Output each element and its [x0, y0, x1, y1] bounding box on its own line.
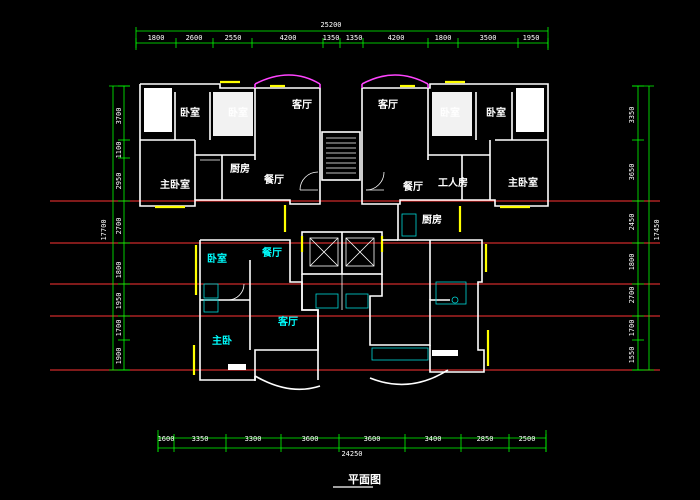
- bottom-dim-5: 3600: [364, 435, 381, 443]
- bottom-dim-7: 2850: [477, 435, 494, 443]
- top-dim-9: 3500: [480, 34, 497, 42]
- drawing-title: 平面图: [348, 473, 381, 486]
- lower-middle-block: [301, 274, 450, 380]
- bottom-dim-1: 1600: [158, 435, 175, 443]
- right-dimension-chain: 3350 3650 2450 1800 2700 1700 1550 17450: [628, 85, 661, 371]
- left-dim-3: 2950: [115, 173, 123, 190]
- left-dim-7: 1700: [115, 320, 123, 337]
- axis-lines: [50, 200, 660, 371]
- left-dim-8: 1900: [115, 348, 123, 365]
- left-dim-1: 3700: [115, 108, 123, 125]
- left-total-dimension: 17700: [100, 219, 108, 240]
- right-total-dimension: 17450: [653, 219, 661, 240]
- left-dim-4: 2700: [115, 218, 123, 235]
- room-label-ll-master: 主卧: [212, 334, 232, 347]
- bottom-dim-4: 3600: [302, 435, 319, 443]
- right-dim-2: 3650: [628, 164, 636, 181]
- bottom-dim-8: 2500: [519, 435, 536, 443]
- room-label-ur-kitchen: 厨房: [422, 213, 442, 226]
- top-dim-5: 1350: [323, 34, 340, 42]
- room-label-ur-living: 客厅: [377, 98, 398, 111]
- right-dim-1: 3350: [628, 107, 636, 124]
- room-label-ur-worker: 工人房: [438, 176, 468, 189]
- left-dimension-chain: 17700 3700 1100 2950 2700 1800 1950 1700…: [100, 85, 130, 371]
- room-label-ul-master: 主卧室: [160, 178, 190, 191]
- right-dim-7: 1550: [628, 347, 636, 364]
- room-label-ll-bedroom: 卧室: [207, 252, 227, 265]
- top-dim-3: 2550: [225, 34, 242, 42]
- room-label-ur-master: 主卧室: [508, 176, 538, 189]
- drawing-title-block: 平面图: [333, 473, 381, 488]
- top-dim-7: 4200: [388, 34, 405, 42]
- top-dim-2: 2600: [186, 34, 203, 42]
- top-dimension-chain: 25200 1800 2600 2550 4200 1350 1350 4200…: [135, 21, 549, 50]
- top-dim-1: 1800: [148, 34, 165, 42]
- left-dim-5: 1800: [115, 262, 123, 279]
- room-label-ur-dining: 餐厅: [402, 180, 423, 193]
- room-label-ll-dining: 餐厅: [261, 246, 282, 259]
- top-dim-8: 1800: [435, 34, 452, 42]
- bottom-dim-2: 3350: [192, 435, 209, 443]
- room-label-ul-kitchen: 厨房: [230, 162, 250, 175]
- room-label-ur-bedroom-2: 卧室: [486, 106, 506, 119]
- room-label-ur-bedroom-1: 卧室: [440, 106, 460, 119]
- left-dim-2: 1100: [115, 142, 123, 159]
- bottom-dimension-chain: 1600 3350 3300 3600 3600 3400 2850 2500 …: [158, 430, 547, 458]
- lower-left-unit: 卧室 餐厅 客厅 主卧: [192, 239, 321, 391]
- left-dim-6: 1950: [115, 293, 123, 310]
- right-dim-4: 1800: [628, 254, 636, 271]
- top-dim-10: 1950: [523, 34, 540, 42]
- bottom-dim-3: 3300: [245, 435, 262, 443]
- circulation-core: [300, 131, 384, 275]
- top-dim-4: 4200: [280, 34, 297, 42]
- right-dim-3: 2450: [628, 214, 636, 231]
- upper-right-unit: 客厅 卧室 卧室 餐厅 工人房 主卧室: [361, 74, 549, 209]
- room-label-ul-living: 客厅: [291, 98, 312, 111]
- room-label-ul-dining: 餐厅: [263, 173, 284, 186]
- bottom-dim-6: 3400: [425, 435, 442, 443]
- room-label-ll-living: 客厅: [277, 315, 298, 328]
- room-label-ul-bedroom-2: 卧室: [228, 106, 248, 119]
- right-dim-6: 1700: [628, 320, 636, 337]
- right-dim-5: 2700: [628, 287, 636, 304]
- room-label-ul-bedroom-1: 卧室: [180, 106, 200, 119]
- bottom-total-dimension: 24250: [341, 450, 362, 458]
- top-total-dimension: 25200: [320, 21, 341, 29]
- lower-right-unit: 厨房: [369, 204, 490, 386]
- top-dim-6: 1350: [346, 34, 363, 42]
- upper-left-unit: 卧室 卧室 客厅 主卧室 厨房 餐厅: [139, 74, 321, 232]
